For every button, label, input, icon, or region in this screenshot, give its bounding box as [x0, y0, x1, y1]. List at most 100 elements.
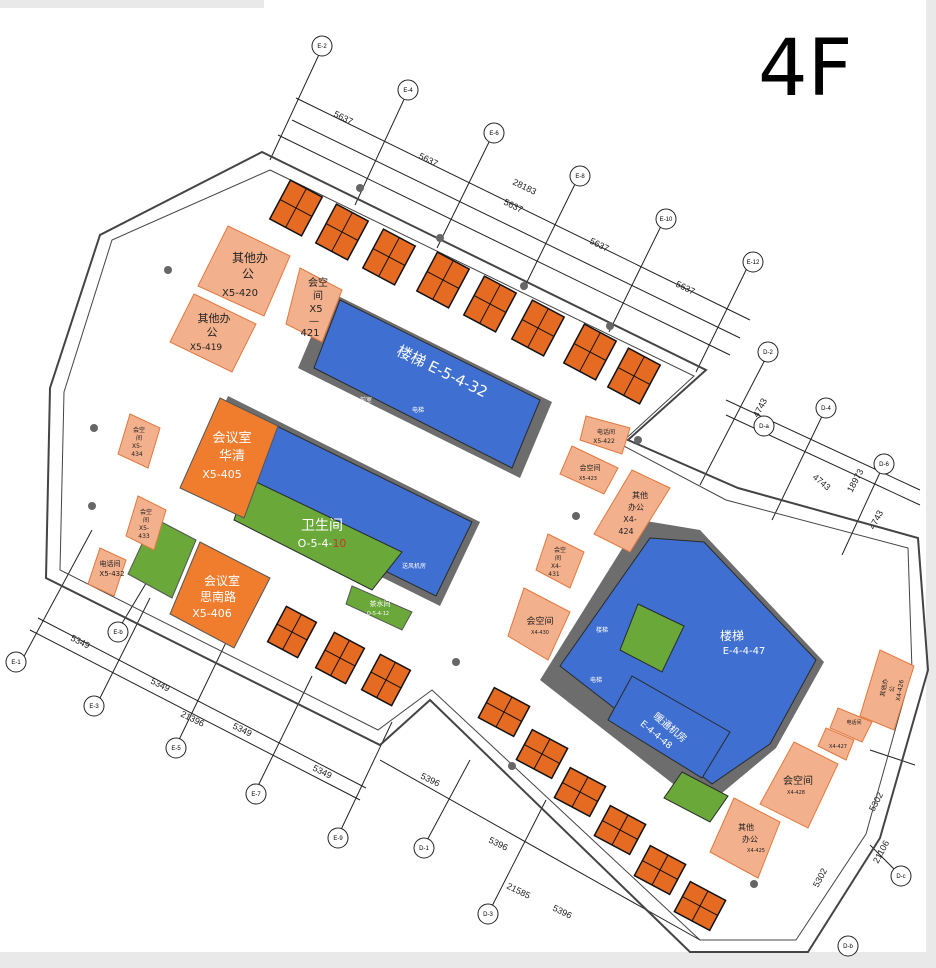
open-421-l1: 会空	[308, 276, 328, 289]
open-434-l4: 434	[131, 451, 143, 458]
office-419-code: X5-419	[190, 343, 223, 353]
svg-text:E-12: E-12	[747, 260, 760, 266]
office-425-l1: 其他	[738, 822, 754, 832]
open-430-code: X4-430	[531, 630, 549, 636]
desk-cluster-1	[268, 179, 324, 237]
desk-cluster-4	[415, 251, 471, 309]
office-420-code: X5-420	[222, 288, 258, 299]
restroom-code: O-5-4-	[298, 537, 333, 550]
open-423-name: 会空间	[580, 463, 601, 472]
tea-room-left-name: 茶水间	[370, 599, 391, 608]
svg-text:E-8: E-8	[575, 174, 585, 180]
hall-label: 前室	[360, 396, 372, 404]
desk-cluster-2	[314, 203, 370, 261]
axis-marker-e7: E-7	[245, 783, 267, 805]
desk-cluster-15	[593, 804, 647, 856]
office-424-l3: X4-	[623, 515, 637, 524]
stair-e447-name: 楼梯	[720, 628, 744, 643]
open-433-l2: 间	[143, 516, 149, 524]
office-425-l2: 办公	[742, 834, 758, 844]
phone-422-name: 电话间	[597, 428, 615, 436]
svg-text:E-4: E-4	[403, 88, 413, 94]
open-434-l3: X5-	[132, 443, 142, 450]
elevator-label-left: 电梯	[412, 406, 424, 414]
axis-marker-e9: E-9	[327, 827, 349, 849]
axis-marker-e4: E-4	[397, 79, 419, 101]
desk-cluster-13	[515, 728, 569, 780]
office-426-l3: X4-426	[895, 679, 906, 702]
desk-cluster-10	[314, 631, 366, 685]
svg-text:E-5: E-5	[171, 746, 181, 752]
small-stair-label: 楼梯	[596, 626, 608, 634]
open-431-l4: 431	[548, 571, 560, 578]
svg-text:D-c: D-c	[896, 874, 905, 880]
desk-cluster-5	[462, 275, 518, 333]
open-428: 会空间 X4-428	[759, 741, 839, 829]
meeting-405-code: X5-405	[202, 468, 242, 481]
top-axis-markers: E-2 E-4 E-6 E-8 E-10 E-12	[311, 35, 764, 273]
office-420: 其他办 公 X5-420	[197, 225, 291, 317]
meeting-406-name2: 思南路	[200, 589, 236, 604]
axis-marker-db2: D-b	[837, 935, 859, 957]
svg-text:D-1: D-1	[419, 846, 429, 852]
meeting-406: 会议室 思南路 X5-406	[169, 541, 271, 649]
axis-marker-e1: E-1	[5, 651, 27, 673]
axis-marker-da: D-a	[753, 415, 775, 437]
svg-text:D-2: D-2	[763, 350, 773, 356]
meeting-406-code: X5-406	[192, 607, 232, 620]
axis-marker-d6: D-6	[873, 453, 895, 475]
svg-text:E-9: E-9	[333, 836, 343, 842]
svg-text:D-a: D-a	[759, 424, 769, 430]
open-428-code: X4-428	[787, 790, 805, 796]
open-430: 会空间 X4-430	[507, 587, 571, 661]
office-426-l2: 公	[888, 686, 896, 693]
restroom-name: 卫生间	[301, 518, 343, 534]
axis-marker-e8: E-8	[569, 165, 591, 187]
axis-marker-d3: D-3	[477, 903, 499, 925]
office-419-name1: 其他办	[198, 312, 231, 325]
svg-text:E-1: E-1	[11, 660, 21, 666]
phone-427-code: X4-427	[829, 744, 847, 750]
office-424-l4: 424	[618, 527, 633, 536]
desk-clusters	[266, 179, 727, 932]
floor-label: 4F	[758, 24, 853, 114]
stair-e447: 楼梯 E-4-4-47	[720, 628, 765, 657]
svg-text:E-10: E-10	[660, 217, 673, 223]
office-419-name2: 公	[207, 326, 218, 339]
office-425-l3: X4-425	[747, 848, 765, 854]
open-421-l4: —	[309, 316, 319, 327]
desk-cluster-12	[477, 686, 531, 738]
office-424-l1: 其他	[632, 490, 648, 500]
svg-text:D-4: D-4	[821, 406, 831, 412]
meeting-405: 会议室 华清 X5-405	[179, 397, 279, 519]
stair-e447-code: E-4-4-47	[723, 646, 766, 657]
open-421-l2: 间	[313, 289, 323, 302]
open-431-l3: X4-	[551, 563, 561, 570]
open-433: 会空 间 X5- 433	[125, 495, 167, 551]
phone-422: 电话间 X5-422	[579, 415, 631, 455]
phone-427-name: 电话间	[846, 719, 861, 726]
open-430-name: 会空间	[526, 615, 553, 627]
svg-text:E-b: E-b	[113, 630, 123, 636]
phone-432-name: 电话间	[100, 559, 121, 568]
structural-columns	[88, 184, 758, 888]
open-428-name: 会空间	[783, 774, 813, 787]
phone-432-code: X5-432	[99, 570, 124, 578]
tea-room-left-code: O-5-4-12	[367, 611, 389, 617]
svg-text:E-7: E-7	[251, 792, 261, 798]
restroom-code-tail: 10	[332, 537, 346, 550]
axis-marker-e10: E-10	[655, 208, 677, 230]
office-420-name2: 公	[242, 267, 254, 281]
misc-label: 送风机房	[402, 562, 426, 570]
desk-cluster-11	[360, 653, 412, 707]
desk-cluster-7	[562, 323, 618, 381]
right-axis-markers: D-2 D-4 D-6 D-a D-c D-b	[753, 341, 912, 957]
desk-cluster-16	[633, 844, 687, 896]
office-425: 其他 办公 X4-425	[709, 797, 781, 879]
open-433-l3: X5-	[139, 525, 149, 532]
open-423-code: X5-423	[579, 476, 597, 482]
top-grid-lines	[269, 47, 751, 373]
svg-text:E-3: E-3	[89, 704, 99, 710]
